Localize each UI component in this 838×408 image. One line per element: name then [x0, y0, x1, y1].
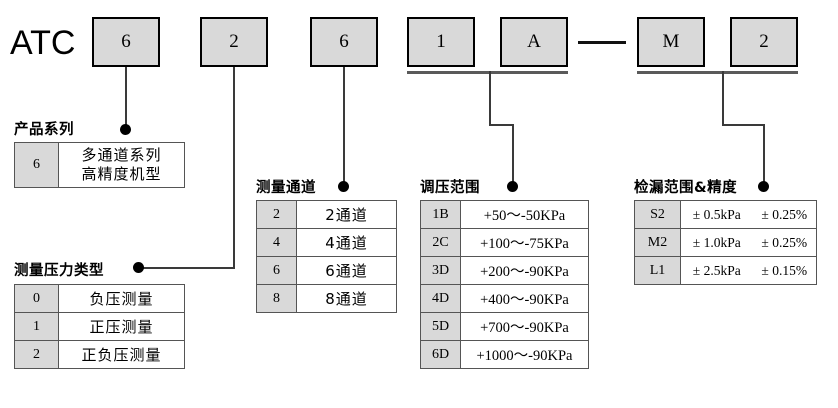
- cell-code: 8: [256, 284, 297, 313]
- cell-code: 2: [14, 340, 59, 369]
- cell-code: 4: [256, 228, 297, 257]
- connector-leak-vertical-2: [763, 124, 765, 186]
- cell-code: 1: [14, 312, 59, 341]
- connector-bracket-leak: [637, 71, 798, 74]
- cell-desc: 8通道: [296, 284, 397, 313]
- cell-code: 6D: [420, 340, 461, 369]
- table-row: 4 4通道: [256, 228, 397, 257]
- connector-leak-vertical-1: [722, 71, 724, 125]
- code-box-channels[interactable]: 6: [310, 17, 378, 67]
- connector-dot-range: [507, 181, 518, 192]
- table-row: 5D +700～-90KPa: [420, 312, 589, 341]
- table-row: 1 正压测量: [14, 312, 185, 341]
- caption-pressure-range: 调压范围: [420, 180, 480, 196]
- connector-range-jog: [489, 124, 514, 126]
- brand-label: ATC: [10, 24, 76, 62]
- connector-dot-pressure-type: [133, 262, 144, 273]
- connector-range-vertical-1: [489, 71, 491, 125]
- table-leak-detection: S2 ± 0.5kPa ± 0.25% M2 ± 1.0kPa ± 0.25% …: [634, 200, 817, 285]
- cell-code: M2: [634, 228, 681, 257]
- connector-series: [125, 67, 127, 128]
- cell-range: ± 0.5kPa: [680, 200, 753, 229]
- desc-line-2: 高精度机型: [81, 164, 162, 183]
- cell-code: 6: [256, 256, 297, 285]
- cell-desc: +100～-75KPa: [460, 228, 589, 257]
- connector-dot-series: [120, 124, 131, 135]
- connector-dot-leak: [758, 181, 769, 192]
- cell-desc: +700～-90KPa: [460, 312, 589, 341]
- cell-range: ± 2.5kPa: [680, 256, 753, 285]
- connector-bracket-range: [407, 71, 568, 74]
- cell-code: 1B: [420, 200, 461, 229]
- connector-pressure-type-horizontal: [140, 267, 235, 269]
- cell-desc: +400～-90KPa: [460, 284, 589, 313]
- cell-range: ± 1.0kPa: [680, 228, 753, 257]
- cell-desc: 多通道系列 高精度机型: [58, 142, 185, 188]
- cell-desc: 正负压测量: [58, 340, 185, 369]
- cell-desc: +50～-50KPa: [460, 200, 589, 229]
- table-row: 3D +200～-90KPa: [420, 256, 589, 285]
- cell-desc: 4通道: [296, 228, 397, 257]
- table-row: 6 多通道系列 高精度机型: [14, 142, 185, 188]
- code-box-range-1[interactable]: 1: [407, 17, 475, 67]
- desc-line-1: 多通道系列: [81, 146, 162, 164]
- table-product-series: 6 多通道系列 高精度机型: [14, 142, 185, 188]
- connector-range-vertical-2: [512, 124, 514, 186]
- code-box-series[interactable]: 6: [92, 17, 160, 67]
- cell-code: 2C: [420, 228, 461, 257]
- caption-channels: 测量通道: [256, 180, 316, 196]
- connector-pressure-type-vertical: [233, 67, 235, 269]
- cell-accuracy: ± 0.15%: [752, 256, 817, 285]
- cell-code: S2: [634, 200, 681, 229]
- table-row: 4D +400～-90KPa: [420, 284, 589, 313]
- cell-code: 4D: [420, 284, 461, 313]
- connector-leak-jog: [722, 124, 765, 126]
- table-row: 0 负压测量: [14, 284, 185, 313]
- table-row: M2 ± 1.0kPa ± 0.25%: [634, 228, 817, 257]
- connector-dot-channels: [338, 181, 349, 192]
- table-channels: 2 2通道 4 4通道 6 6通道 8 8通道: [256, 200, 397, 313]
- cell-accuracy: ± 0.25%: [752, 200, 817, 229]
- code-separator-dash: [578, 41, 626, 44]
- code-box-pressure-type[interactable]: 2: [200, 17, 268, 67]
- cell-desc: +1000～-90KPa: [460, 340, 589, 369]
- caption-pressure-type: 测量压力类型: [14, 263, 104, 279]
- cell-desc: 2通道: [296, 200, 397, 229]
- table-row: 2 正负压测量: [14, 340, 185, 369]
- table-row: 6D +1000～-90KPa: [420, 340, 589, 369]
- table-row: S2 ± 0.5kPa ± 0.25%: [634, 200, 817, 229]
- table-row: 1B +50～-50KPa: [420, 200, 589, 229]
- cell-code: 5D: [420, 312, 461, 341]
- cell-desc: 6通道: [296, 256, 397, 285]
- table-row: 8 8通道: [256, 284, 397, 313]
- table-pressure-range: 1B +50～-50KPa 2C +100～-75KPa 3D +200～-90…: [420, 200, 589, 369]
- cell-desc: +200～-90KPa: [460, 256, 589, 285]
- cell-code: 3D: [420, 256, 461, 285]
- table-row: 6 6通道: [256, 256, 397, 285]
- code-box-leak-2[interactable]: 2: [730, 17, 798, 67]
- table-row: 2 2通道: [256, 200, 397, 229]
- cell-code: 6: [14, 142, 59, 188]
- cell-accuracy: ± 0.25%: [752, 228, 817, 257]
- cell-code: 2: [256, 200, 297, 229]
- code-box-leak-1[interactable]: M: [637, 17, 705, 67]
- table-row: L1 ± 2.5kPa ± 0.15%: [634, 256, 817, 285]
- cell-desc: 负压测量: [58, 284, 185, 313]
- cell-code: L1: [634, 256, 681, 285]
- table-row: 2C +100～-75KPa: [420, 228, 589, 257]
- code-box-range-2[interactable]: A: [500, 17, 568, 67]
- table-pressure-type: 0 负压测量 1 正压测量 2 正负压测量: [14, 284, 185, 369]
- caption-leak-detection: 检漏范围&精度: [634, 180, 738, 196]
- cell-desc: 正压测量: [58, 312, 185, 341]
- cell-code: 0: [14, 284, 59, 313]
- caption-product-series: 产品系列: [14, 122, 74, 138]
- connector-channels: [343, 67, 345, 185]
